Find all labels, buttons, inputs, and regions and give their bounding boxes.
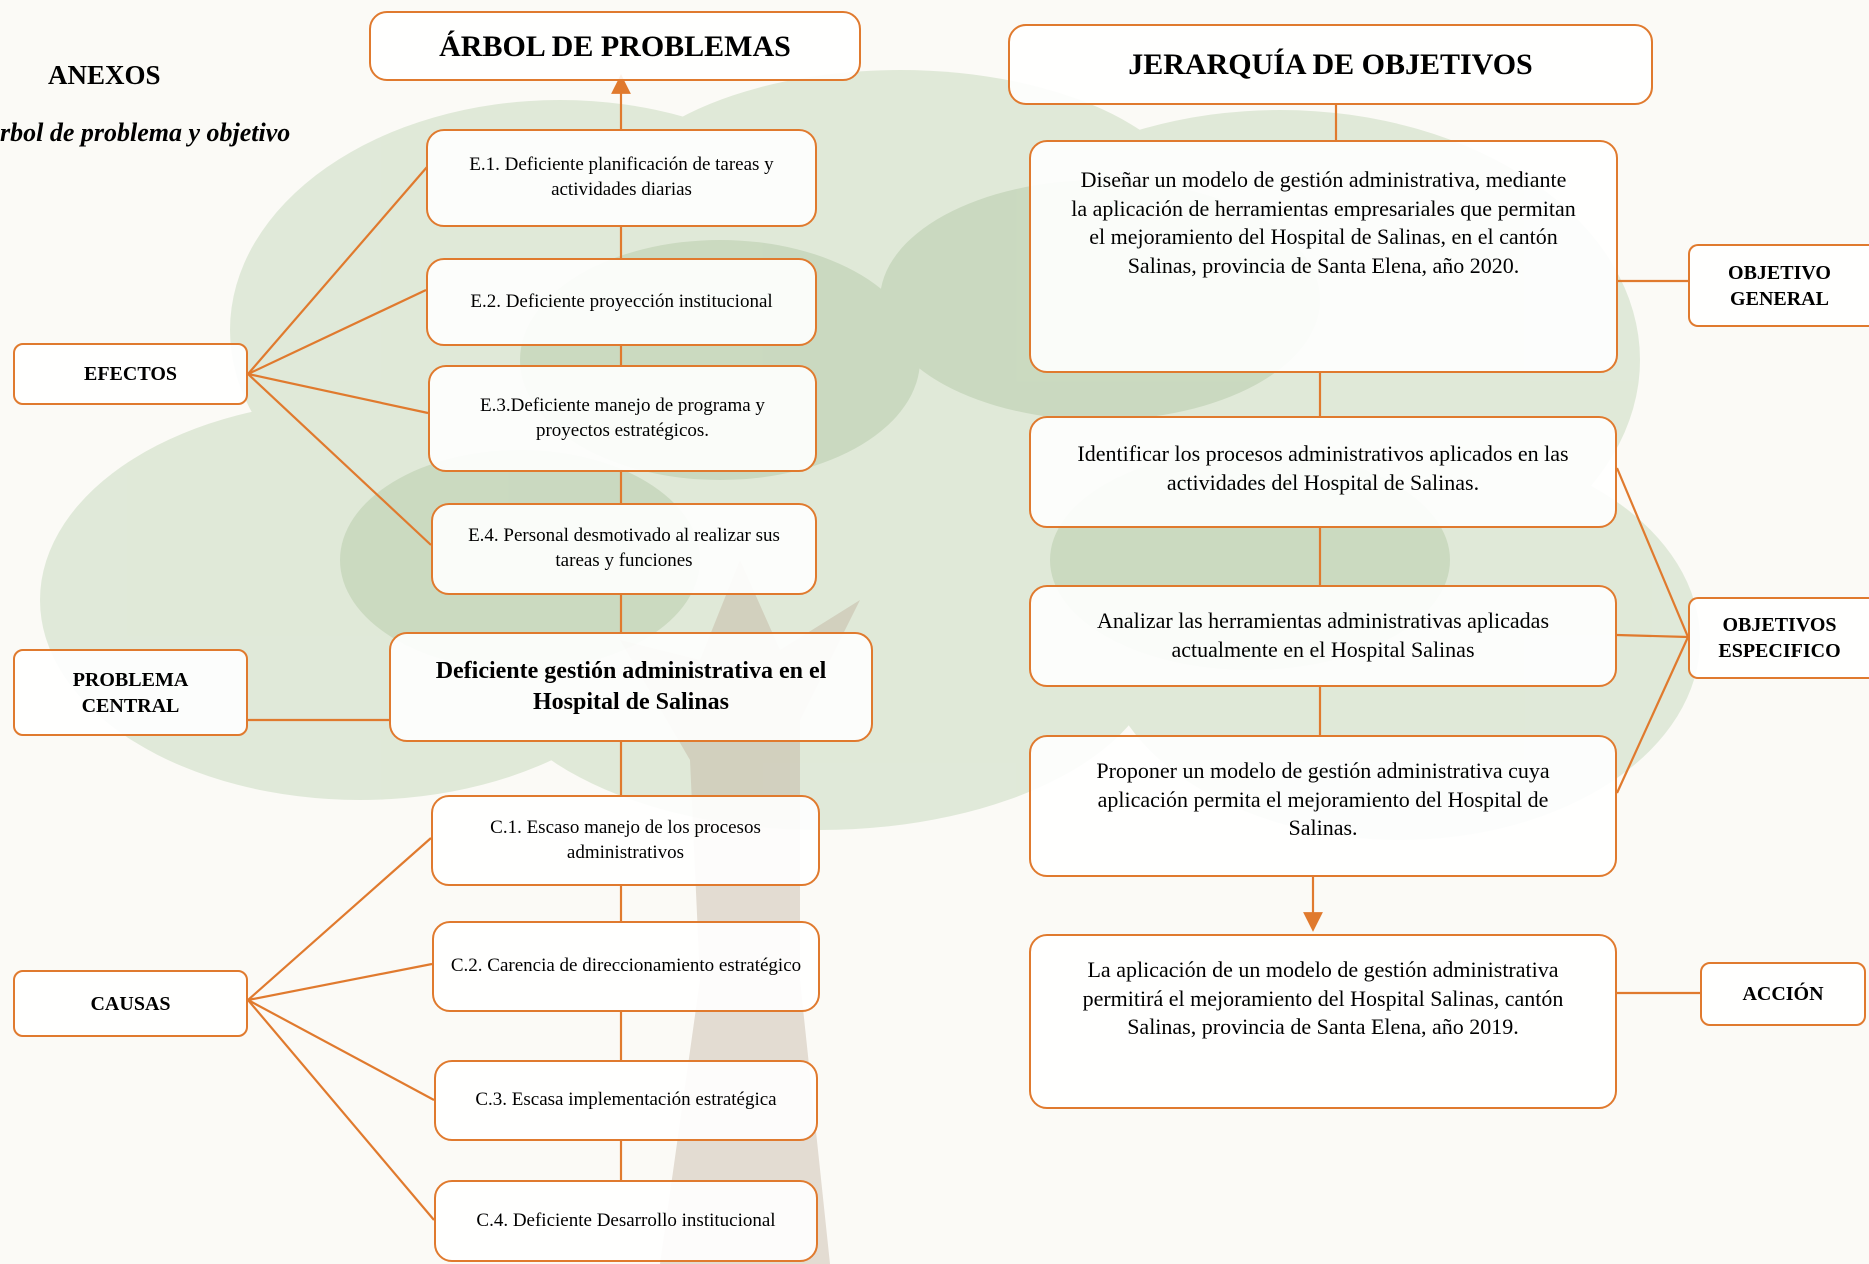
specific-objective-1: Identificar los procesos administrativos… xyxy=(1029,416,1617,528)
effects-label: EFECTOS xyxy=(13,343,248,405)
connector-specific-s2 xyxy=(1616,633,1689,639)
connector-causes-c1 xyxy=(247,837,432,1001)
problem-tree-title: ÁRBOL DE PROBLEMAS xyxy=(369,11,861,81)
cause-c2: C.2. Carencia de direccionamiento estrat… xyxy=(432,921,820,1012)
action-box: La aplicación de un modelo de gestión ad… xyxy=(1029,934,1617,1109)
connector-effects-e2 xyxy=(247,289,427,375)
specific-objective-2: Analizar las herramientas administrativa… xyxy=(1029,585,1617,687)
effect-e2: E.2. Deficiente proyección institucional xyxy=(426,258,817,346)
causes-label: CAUSAS xyxy=(13,970,248,1037)
anexos-heading: ANEXOS xyxy=(48,60,161,90)
action-label: ACCIÓN xyxy=(1700,962,1866,1026)
cause-c3: C.3. Escasa implementación estratégica xyxy=(434,1060,818,1141)
general-objective: Diseñar un modelo de gestión administrat… xyxy=(1029,140,1618,373)
general-objective-label: OBJETIVO GENERAL xyxy=(1688,244,1869,327)
specific-objective-3: Proponer un modelo de gestión administra… xyxy=(1029,735,1617,877)
subtitle: rbol de problema y objetivo xyxy=(0,118,291,147)
connector-causes-c3 xyxy=(247,999,435,1101)
central-problem-label: PROBLEMA CENTRAL xyxy=(13,649,248,736)
connector-effects-e4 xyxy=(247,373,432,546)
connector-specific-s3 xyxy=(1615,636,1690,794)
connector-effects-e1 xyxy=(247,166,428,375)
effect-e1: E.1. Deficiente planificación de tareas … xyxy=(426,129,817,227)
cause-c4: C.4. Deficiente Desarrollo institucional xyxy=(434,1180,818,1262)
connector-effects-e3 xyxy=(247,372,429,415)
connector-causes-c4 xyxy=(247,999,435,1221)
effect-e4: E.4. Personal desmotivado al realizar su… xyxy=(431,503,817,595)
specific-objectives-label: OBJETIVOS ESPECIFICO xyxy=(1688,597,1869,679)
cause-c1: C.1. Escaso manejo de los procesos admin… xyxy=(431,795,820,886)
effect-e3: E.3.Deficiente manejo de programa y proy… xyxy=(428,365,817,472)
central-problem: Deficiente gestión administrativa en el … xyxy=(389,632,873,742)
connector-causes-c2 xyxy=(247,962,433,1002)
objectives-title: JERARQUÍA DE OBJETIVOS xyxy=(1008,24,1653,105)
connector-specific-s1 xyxy=(1615,467,1690,638)
